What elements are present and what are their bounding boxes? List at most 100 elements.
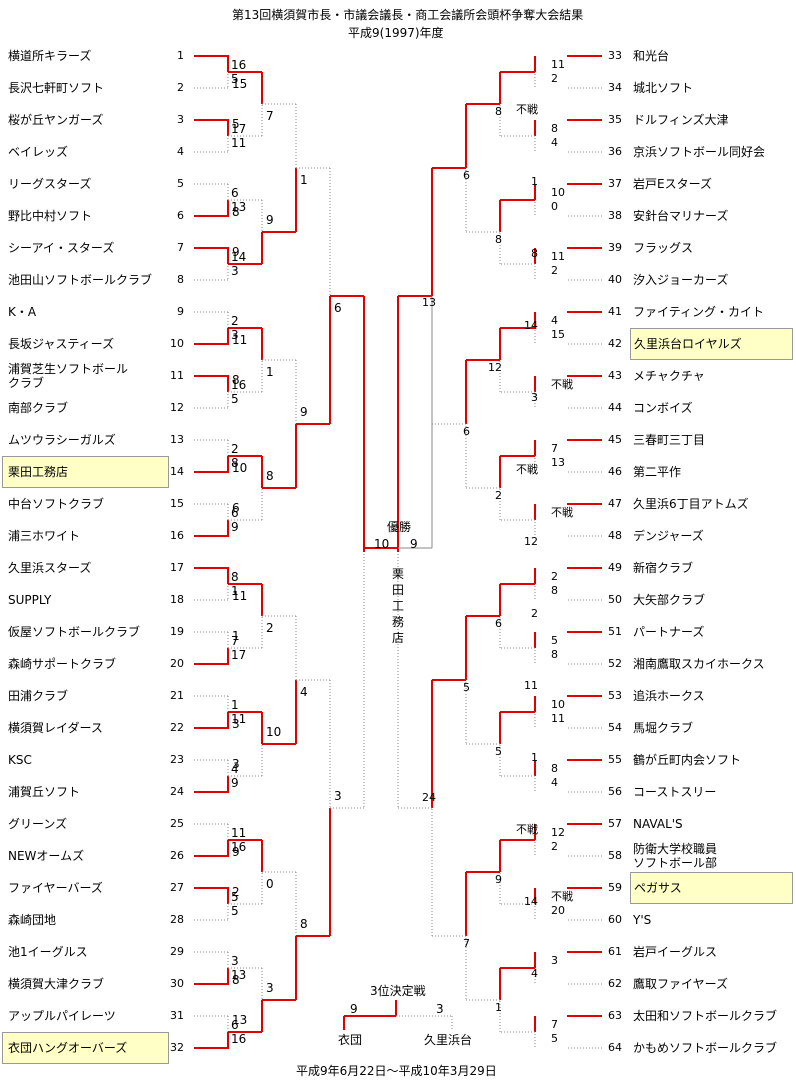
team-number: 63 xyxy=(608,1009,622,1022)
team-number: 51 xyxy=(608,625,622,638)
team-number: 21 xyxy=(170,689,184,702)
match-score: 24 xyxy=(422,791,436,804)
third-place-label: 3位決定戦 xyxy=(370,984,426,998)
team-name: 和光台 xyxy=(633,49,670,63)
date-range: 平成9年6月22日〜平成10年3月29日 xyxy=(296,1064,497,1078)
match-score: 2 xyxy=(231,314,239,328)
team-name: 仮屋ソフトボールクラブ xyxy=(8,625,141,639)
match-score: 2 xyxy=(551,264,558,277)
match-score: 9 xyxy=(232,845,240,859)
match-score: 0 xyxy=(266,877,274,891)
match-score: 1 xyxy=(232,629,240,643)
team-name: ムツウラシーガルズ xyxy=(8,433,116,447)
match-score: 0 xyxy=(551,200,558,213)
third-place-right-score: 3 xyxy=(436,1002,444,1016)
team-number: 5 xyxy=(177,177,184,190)
team-number: 3 xyxy=(177,113,184,126)
team-number: 33 xyxy=(608,49,622,62)
match-score: 8 xyxy=(232,373,240,387)
match-score: 不戦 xyxy=(516,823,538,836)
team-number: 34 xyxy=(608,81,622,94)
match-score: 8 xyxy=(551,122,558,135)
match-score: 1 xyxy=(231,584,239,598)
team-number: 43 xyxy=(608,369,622,382)
team-name: 森崎団地 xyxy=(8,913,57,927)
team-number: 16 xyxy=(170,529,184,542)
team-number: 64 xyxy=(608,1041,622,1054)
match-score: 2 xyxy=(531,607,538,620)
team-name: ドルフィンズ大津 xyxy=(633,113,729,127)
team-name: 長坂ジャスティーズ xyxy=(8,337,115,351)
team-number: 44 xyxy=(608,401,622,414)
team-number: 20 xyxy=(170,657,184,670)
match-score: 2 xyxy=(495,489,502,502)
team-name: シーアイ・スターズ xyxy=(8,241,115,255)
team-name: 横須賀大津クラブ xyxy=(8,977,105,991)
champion-name: 栗田工務店 xyxy=(392,567,405,645)
match-score: 7 xyxy=(266,109,274,123)
team-number: 19 xyxy=(170,625,184,638)
team-number: 24 xyxy=(170,785,184,798)
team-name: デンジャーズ xyxy=(633,529,704,543)
third-place-right-team: 久里浜台 xyxy=(424,1033,473,1047)
match-score: 10 xyxy=(266,725,282,739)
team-name: 安針台マリナーズ xyxy=(633,209,729,223)
match-score: 9 xyxy=(300,405,308,419)
final-right-score: 9 xyxy=(410,537,418,551)
match-score: 不戦 xyxy=(516,463,538,476)
team-number: 1 xyxy=(177,49,184,62)
match-score: 11 xyxy=(231,826,247,840)
team-name: 第二平作 xyxy=(633,465,682,479)
team-name: 鶴が丘町内会ソフト xyxy=(633,753,742,767)
team-name: コーストスリー xyxy=(633,785,717,799)
team-number: 48 xyxy=(608,529,622,542)
team-number: 45 xyxy=(608,433,622,446)
team-name: 森崎サポートクラブ xyxy=(8,657,117,671)
team-number: 2 xyxy=(177,81,184,94)
match-score: 9 xyxy=(232,245,240,259)
team-number: 39 xyxy=(608,241,622,254)
team-number: 14 xyxy=(170,465,184,478)
team-name: メチャクチャ xyxy=(633,369,705,383)
match-score: 11 xyxy=(551,712,565,725)
match-score: 8 xyxy=(495,105,502,118)
final-left-score: 10 xyxy=(374,537,390,551)
match-score: 6 xyxy=(231,186,239,200)
match-score: 5 xyxy=(463,681,470,694)
team-name: 防衛大学校職員 ソフトボール部 xyxy=(633,842,718,870)
match-score: 8 xyxy=(551,648,558,661)
match-score: 不戦 xyxy=(551,378,573,391)
match-score: 9 xyxy=(266,213,274,227)
match-score: 3 xyxy=(531,391,538,404)
match-score: 1 xyxy=(531,175,538,188)
match-score: 3 xyxy=(232,757,240,771)
match-score: 4 xyxy=(300,685,308,699)
match-score: 16 xyxy=(231,840,247,854)
team-number: 52 xyxy=(608,657,622,670)
team-number: 29 xyxy=(170,945,184,958)
team-name: 栗田工務店 xyxy=(2,456,169,488)
match-score: 1 xyxy=(531,751,538,764)
team-name: K・A xyxy=(8,305,37,319)
team-name: フラッグス xyxy=(633,241,694,255)
match-score: 16 xyxy=(231,1032,247,1046)
match-score: 14 xyxy=(524,319,538,332)
match-score: 不戦 xyxy=(551,890,573,903)
team-number: 6 xyxy=(177,209,184,222)
match-score: 6 xyxy=(495,617,502,630)
team-number: 12 xyxy=(170,401,184,414)
team-number: 58 xyxy=(608,849,622,862)
match-score: 13 xyxy=(231,200,247,214)
team-name: 田浦クラブ xyxy=(8,689,69,703)
team-number: 62 xyxy=(608,977,622,990)
match-score: 13 xyxy=(422,296,436,309)
match-score: 11 xyxy=(232,333,248,347)
team-number: 11 xyxy=(170,369,184,382)
match-score: 5 xyxy=(231,72,239,86)
match-score: 2 xyxy=(232,885,240,899)
team-number: 40 xyxy=(608,273,622,286)
team-number: 56 xyxy=(608,785,622,798)
team-number: 13 xyxy=(170,433,184,446)
team-name: 新宿クラブ xyxy=(633,561,694,575)
